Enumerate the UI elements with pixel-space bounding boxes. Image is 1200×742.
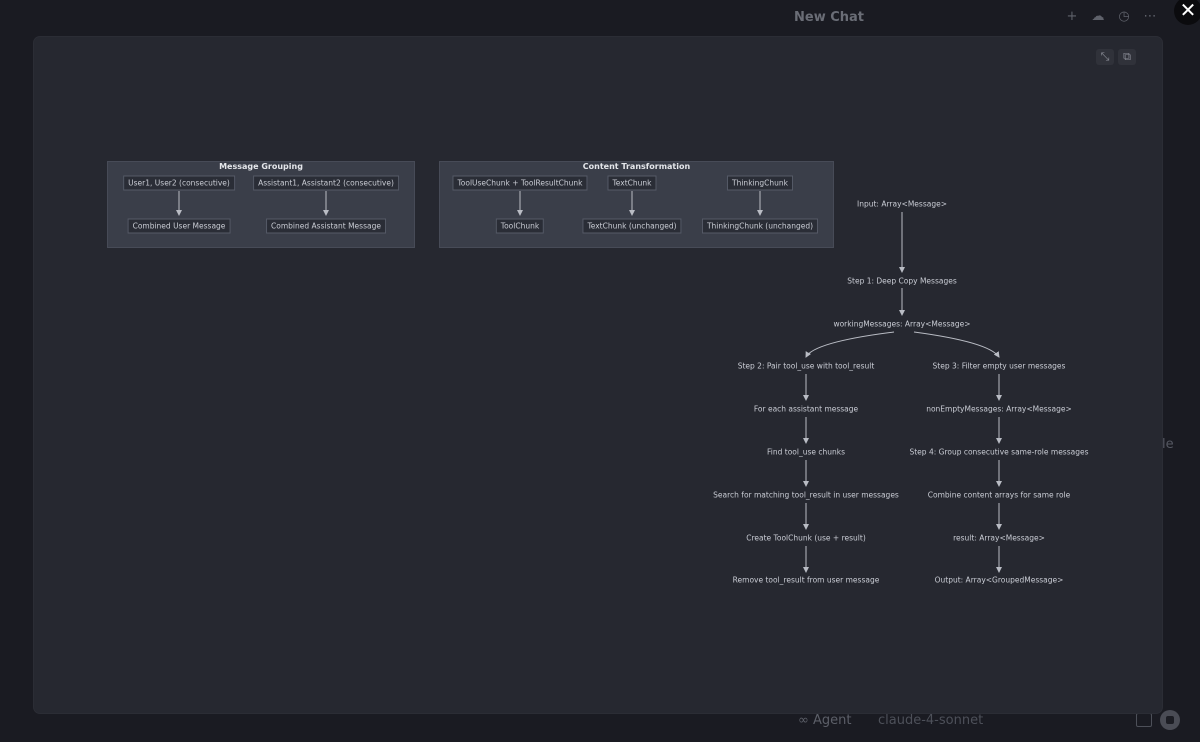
node-step3: Step 3: Filter empty user messages bbox=[932, 361, 1066, 371]
close-icon[interactable]: ✕ bbox=[1174, 0, 1200, 25]
agent-mode-button[interactable]: ∞ Agent bbox=[798, 713, 852, 728]
plus-icon[interactable]: + bbox=[1066, 9, 1078, 24]
node-thinking: ThinkingChunk bbox=[727, 175, 793, 191]
node-nonempty: nonEmptyMessages: Array<Message> bbox=[926, 404, 1072, 414]
node-each-assistant: For each assistant message bbox=[753, 404, 859, 414]
edge bbox=[805, 331, 895, 358]
top-bar: New Chat + ☁ ◷ ⋯ bbox=[0, 0, 1200, 36]
side-text: le bbox=[1162, 437, 1174, 452]
node-find-chunks: Find tool_use chunks bbox=[767, 447, 845, 457]
node-combined-user: Combined User Message bbox=[127, 218, 231, 234]
chat-title: New Chat bbox=[794, 10, 865, 25]
node-create: Create ToolChunk (use + result) bbox=[746, 533, 866, 543]
top-icons: + ☁ ◷ ⋯ bbox=[1064, 9, 1158, 25]
node-remove: Remove tool_result from user message bbox=[732, 575, 880, 585]
node-combine: Combine content arrays for same role bbox=[927, 490, 1071, 500]
node-assistants: Assistant1, Assistant2 (consecutive) bbox=[253, 175, 399, 191]
node-toolchunk: ToolChunk bbox=[495, 218, 545, 234]
node-step2: Step 2: Pair tool_use with tool_result bbox=[737, 361, 875, 371]
node-users: User1, User2 (consecutive) bbox=[123, 175, 235, 191]
collapse-icon[interactable]: ⤡ bbox=[1096, 49, 1114, 65]
diagram-modal: ⤡ ⧉ Message Grouping Content Transformat… bbox=[34, 37, 1162, 713]
node-working: workingMessages: Array<Message> bbox=[833, 319, 971, 329]
model-selector[interactable]: claude-4-sonnet bbox=[878, 713, 984, 728]
stop-button[interactable] bbox=[1160, 710, 1180, 730]
copy-icon[interactable]: ⧉ bbox=[1118, 49, 1136, 65]
subgraph-title: Content Transformation bbox=[582, 162, 691, 171]
node-output: Output: Array<GroupedMessage> bbox=[934, 575, 1064, 585]
node-step4: Step 4: Group consecutive same-role mess… bbox=[909, 447, 1089, 457]
more-icon[interactable]: ⋯ bbox=[1143, 9, 1157, 24]
node-combined-assistant: Combined Assistant Message bbox=[266, 218, 386, 234]
node-text-unchanged: TextChunk (unchanged) bbox=[582, 218, 682, 234]
node-thinking-unchanged: ThinkingChunk (unchanged) bbox=[701, 218, 819, 234]
composer-bar: ∞ Agent claude-4-sonnet bbox=[790, 710, 1200, 738]
node-text: TextChunk bbox=[607, 175, 657, 191]
history-icon[interactable]: ◷ bbox=[1118, 9, 1130, 24]
modal-toolbar: ⤡ ⧉ bbox=[1096, 49, 1136, 65]
node-result: result: Array<Message> bbox=[953, 533, 1045, 543]
cloud-icon[interactable]: ☁ bbox=[1091, 9, 1105, 24]
node-search: Search for matching tool_result in user … bbox=[713, 490, 899, 500]
subgraph-title: Message Grouping bbox=[219, 162, 303, 171]
edge bbox=[913, 331, 1000, 358]
image-icon[interactable] bbox=[1136, 713, 1152, 727]
node-step1: Step 1: Deep Copy Messages bbox=[847, 276, 957, 286]
node-tooluse: ToolUseChunk + ToolResultChunk bbox=[452, 175, 588, 191]
diagram-edges bbox=[176, 191, 1002, 573]
node-input: Input: Array<Message> bbox=[857, 199, 947, 209]
